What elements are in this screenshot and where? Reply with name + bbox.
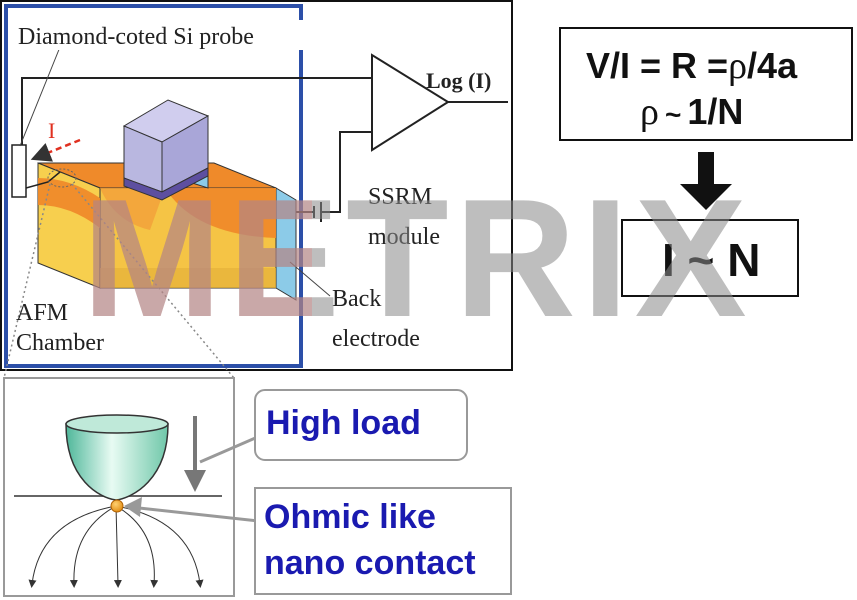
watermark-red-overlay: METRIX	[82, 164, 753, 352]
back-electrode-line1: Back	[332, 286, 381, 312]
ssrm-module-line2: module	[368, 224, 440, 250]
field-line-1	[28, 505, 117, 588]
watermark-text: METRIX	[82, 164, 753, 352]
probe-wire	[21, 77, 372, 145]
high-load-callout	[254, 389, 468, 461]
gate-oxide	[123, 167, 209, 201]
rho-symbol-2: ρ	[640, 91, 659, 133]
back-electrode-leader	[289, 261, 331, 297]
zoom-guide-left	[3, 183, 51, 379]
load-arrow-head	[184, 470, 206, 492]
result-formula: I ~ N	[662, 234, 760, 286]
ohmic-label-line1: Ohmic like	[264, 498, 436, 536]
afm-tip-top	[65, 414, 169, 434]
field-line-3	[113, 505, 122, 588]
afm-chamber-line1: AFM	[16, 300, 68, 326]
probe-tip	[25, 171, 61, 189]
ssrm-module-line1: SSRM	[368, 184, 432, 210]
field-line-2	[69, 505, 117, 588]
sample-bottom-shade	[100, 268, 276, 288]
ohmic-leader	[129, 505, 259, 523]
probe-label-leader	[19, 46, 61, 147]
field-line-4	[115, 505, 159, 588]
ohmic-callout	[254, 487, 512, 595]
doped-region-left	[38, 178, 100, 228]
watermark: METRIX	[82, 164, 753, 352]
afm-chamber-frame	[4, 4, 303, 368]
high-load-leader	[199, 434, 261, 464]
probe-contact-zoom-ring	[47, 168, 77, 188]
formula-line2: ρ~1/N	[640, 91, 743, 133]
formula-box	[559, 27, 853, 141]
amplifier-symbol	[371, 53, 450, 152]
ohmic-label-line2: nano contact	[264, 544, 476, 582]
doped-region-center	[100, 188, 165, 230]
log-current-label: Log (I)	[426, 68, 491, 93]
module-wire	[322, 131, 372, 213]
zoom-guide-right	[71, 183, 235, 379]
probe-label: Diamond-coted Si probe	[18, 24, 254, 50]
probe-label-bg	[14, 20, 304, 50]
formula-line1: V/I = R =ρ/4a	[586, 45, 798, 87]
afm-chamber-line2: Chamber	[16, 330, 104, 356]
result-box	[621, 219, 799, 297]
current-label: I	[48, 118, 55, 143]
down-arrow	[680, 152, 732, 210]
current-arrow	[30, 138, 81, 162]
high-load-label: High load	[266, 404, 421, 442]
nano-contact-dot	[110, 499, 124, 513]
back-electrode-line2: electrode	[332, 326, 420, 352]
ohmic-leader-head	[124, 497, 142, 517]
probe-cantilever	[11, 144, 27, 198]
rho-symbol: ρ	[728, 45, 747, 87]
doped-region-right	[165, 188, 276, 238]
